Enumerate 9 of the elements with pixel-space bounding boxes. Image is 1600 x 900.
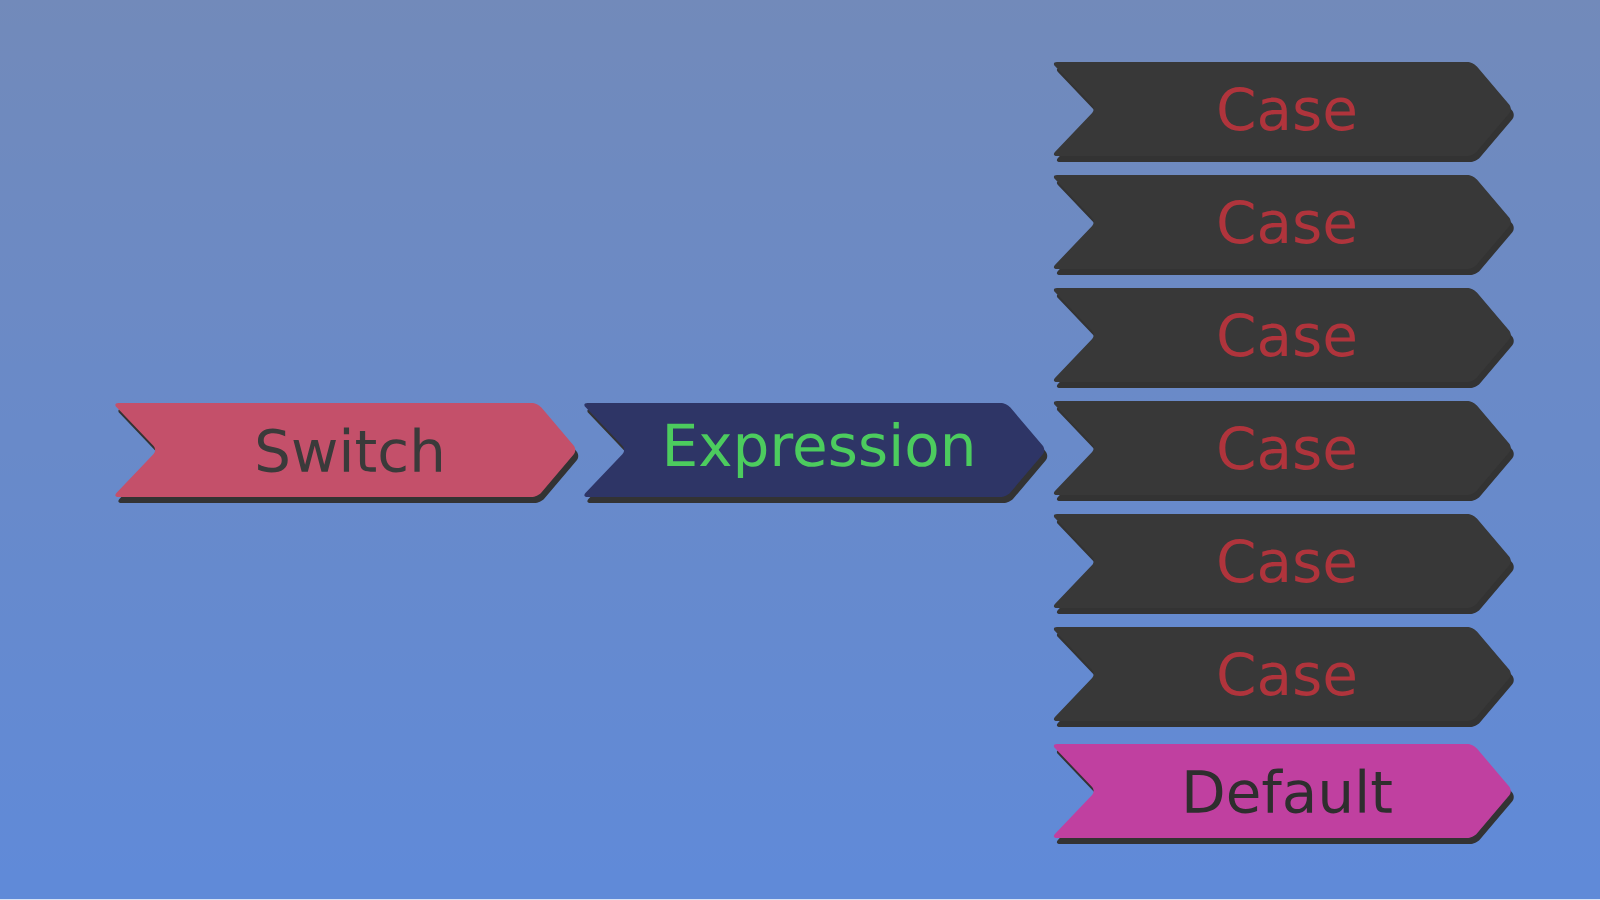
chevron-box: Case: [1053, 401, 1514, 501]
chevron-box: Case: [1053, 288, 1514, 388]
chevron-box: Case: [1053, 175, 1514, 275]
chevron-box: Switch: [115, 403, 579, 503]
chevron-box: Expression: [584, 403, 1048, 503]
chevron-box: Case: [1053, 62, 1514, 162]
chevron-box: Case: [1053, 627, 1514, 727]
chevron-box: Case: [1053, 514, 1514, 614]
chevron-box: Default: [1053, 744, 1514, 844]
